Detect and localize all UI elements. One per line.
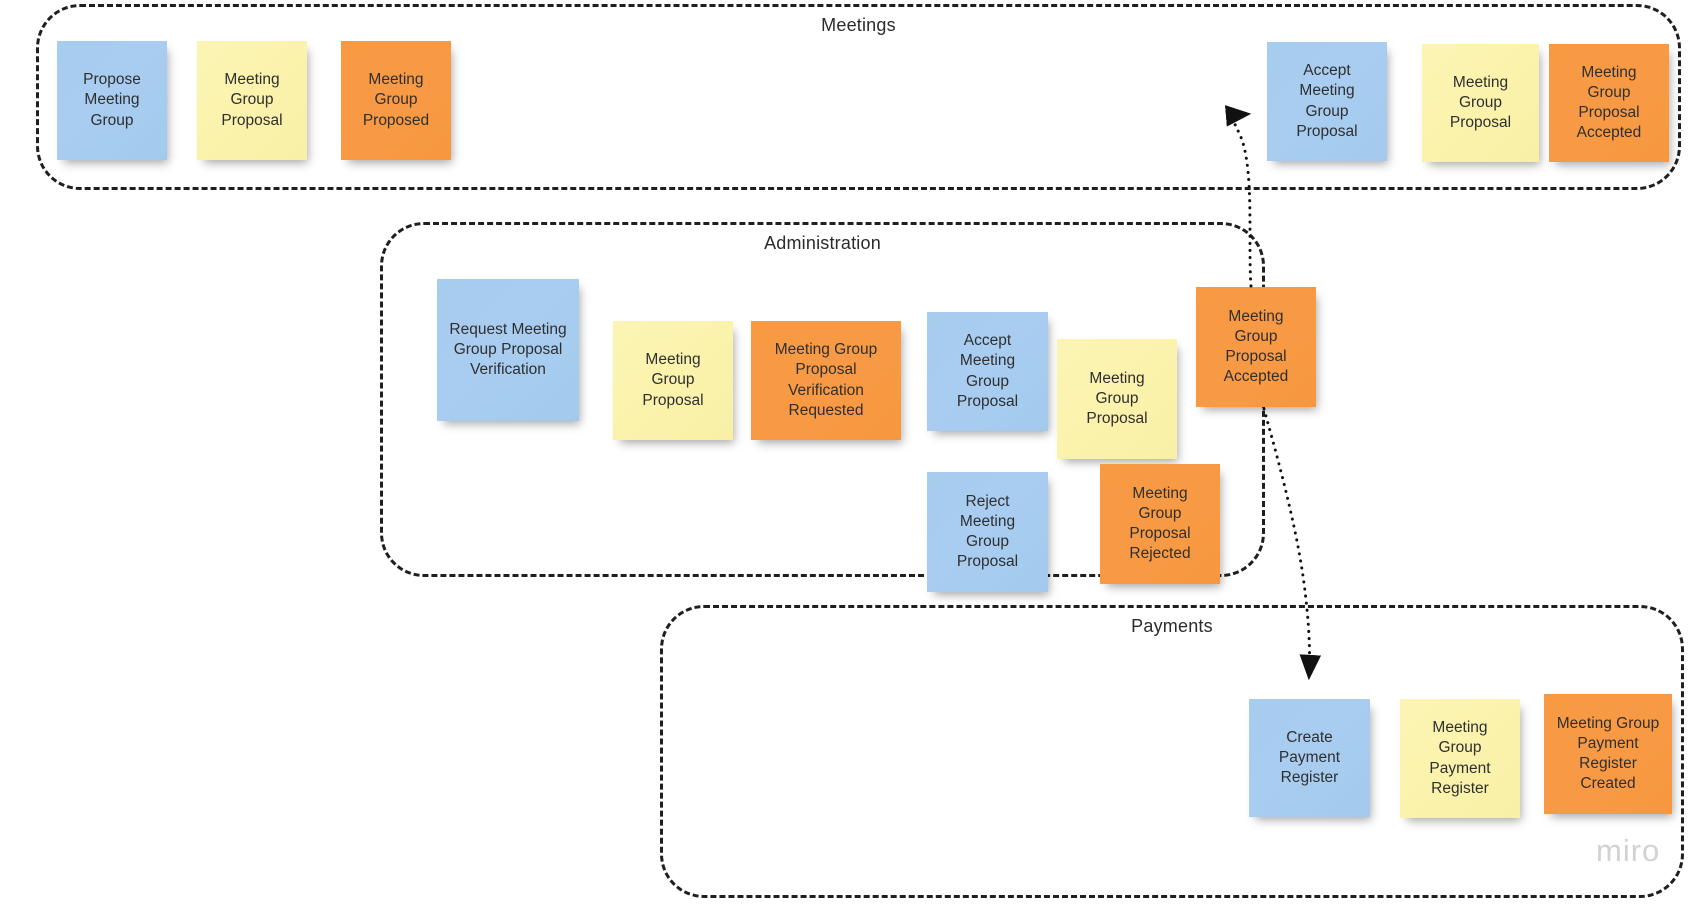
sticky-note-propose-meeting-group[interactable]: Propose Meeting Group xyxy=(57,41,167,160)
sticky-note-meeting-group-payment-register-created[interactable]: Meeting Group Payment Register Created xyxy=(1544,694,1672,814)
sticky-note-meeting-group-proposal-accepted-aggregate[interactable]: Meeting Group Proposal xyxy=(1422,44,1539,162)
sticky-note-reject-meeting-group-proposal[interactable]: Reject Meeting Group Proposal xyxy=(927,472,1048,592)
group-title-administration: Administration xyxy=(764,233,881,253)
sticky-note-admin-meeting-group-proposal[interactable]: Meeting Group Proposal xyxy=(613,321,733,440)
group-title-meetings: Meetings xyxy=(821,15,896,35)
sticky-note-meeting-group-proposed[interactable]: Meeting Group Proposed xyxy=(341,41,451,160)
sticky-note-admin-accept-meeting-group-proposal-aggregate[interactable]: Meeting Group Proposal xyxy=(1057,339,1177,459)
sticky-note-create-payment-register[interactable]: Create Payment Register xyxy=(1249,699,1370,817)
sticky-note-meeting-group-payment-register[interactable]: Meeting Group Payment Register xyxy=(1400,699,1520,818)
sticky-note-accept-meeting-group-proposal[interactable]: Accept Meeting Group Proposal xyxy=(1267,42,1387,161)
sticky-note-admin-accept-meeting-group-proposal[interactable]: Accept Meeting Group Proposal xyxy=(927,312,1048,431)
sticky-note-request-meeting-group-proposal-verification[interactable]: Request Meeting Group Proposal Verificat… xyxy=(437,279,579,421)
group-title-payments: Payments xyxy=(1131,616,1213,636)
sticky-note-meeting-group-proposal-verification-requested[interactable]: Meeting Group Proposal Verification Requ… xyxy=(751,321,901,440)
group-boundary-payments[interactable]: Payments xyxy=(660,605,1684,898)
sticky-note-admin-meeting-group-proposal-accepted[interactable]: Meeting Group Proposal Accepted xyxy=(1196,287,1316,407)
miro-watermark: miro xyxy=(1596,833,1661,868)
sticky-note-meeting-group-proposal-rejected[interactable]: Meeting Group Proposal Rejected xyxy=(1100,464,1220,584)
sticky-note-meeting-group-proposal[interactable]: Meeting Group Proposal xyxy=(197,41,307,160)
sticky-note-meeting-group-proposal-accepted-event[interactable]: Meeting Group Proposal Accepted xyxy=(1549,44,1669,162)
